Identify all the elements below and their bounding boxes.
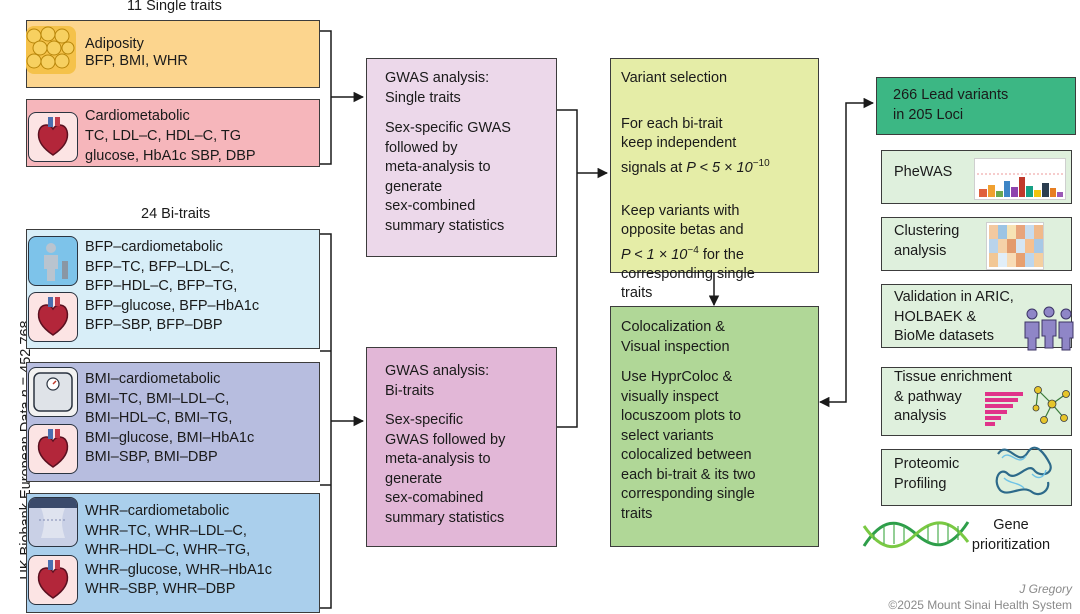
tissue-enrichment-box: [881, 367, 1072, 436]
gwas-bi-body: Sex-specific GWAS followed by meta-analy…: [385, 412, 506, 526]
cardiometabolic-traits: TC, LDL–C, HDL–C, TG glucose, HbA1c SBP,…: [85, 128, 256, 164]
variant-criterion-2: Keep variants with opposite betas and P …: [621, 202, 755, 302]
gwas-single-body: Sex-specific GWAS followed by meta-analy…: [385, 120, 511, 234]
bfp-bitrait-text: BFP–cardiometabolic BFP–TC, BFP–LDL–C, B…: [85, 239, 260, 333]
gwas-bi-title: GWAS analysis: Bi-traits: [385, 363, 490, 399]
scale-icon: [28, 367, 78, 417]
bi-traits-header: 24 Bi-traits: [141, 206, 211, 222]
manhattan-plot-thumbnail: [974, 158, 1066, 200]
adiposity-title: Adiposity: [85, 36, 144, 52]
body-scan-icon: [28, 236, 78, 286]
cardiometabolic-title: Cardiometabolic: [85, 108, 190, 124]
gwas-single-title: GWAS analysis: Single traits: [385, 70, 490, 106]
lead-variants-text: 266 Lead variants in 205 Loci: [893, 87, 1009, 123]
gene-prioritization-label: Gene prioritization: [971, 517, 1051, 553]
lead-variants-box: [876, 77, 1076, 135]
colocalization-title: Colocalization & Visual inspection: [621, 319, 730, 355]
waist-icon: [28, 497, 78, 547]
validation-label: Validation in ARIC, HOLBAEK & BioMe data…: [894, 289, 1014, 344]
whr-bitrait-text: WHR–cardiometabolic WHR–TC, WHR–LDL–C, W…: [85, 503, 272, 597]
validation-box: [881, 284, 1072, 348]
heart-icon: [28, 424, 78, 474]
protein-structure-icon: [988, 434, 1058, 504]
heatmap-thumbnail: [986, 222, 1044, 270]
p-threshold-1: P < 5 × 10: [686, 159, 753, 176]
gwas-single-box: [366, 58, 557, 257]
tissue-enrichment-label: Tissue enrichment & pathway analysis: [894, 369, 1012, 424]
dna-helix-icon: [862, 512, 970, 556]
adiposity-traits: BFP, BMI, WHR: [85, 53, 188, 69]
gwas-bi-box: [366, 347, 557, 547]
variant-criterion-1: For each bi-trait keep independent signa…: [621, 115, 770, 176]
variant-selection-title: Variant selection: [621, 70, 728, 86]
pathway-network-icon: [1030, 382, 1074, 430]
heart-icon: [28, 112, 78, 162]
bmi-bitrait-text: BMI–cardiometabolic BMI–TC, BMI–LDL–C, B…: [85, 371, 255, 465]
proteomic-label: Proteomic Profiling: [894, 456, 960, 492]
phewas-label: PheWAS: [894, 164, 953, 180]
p-exponent-1: −10: [752, 157, 770, 169]
p-exponent-2: −4: [687, 244, 699, 256]
variant-selection-box: [610, 58, 819, 273]
p-threshold-2: P < 1 × 10: [621, 246, 688, 263]
population-icon: [1022, 304, 1078, 352]
credit-author: J Gregory: [1019, 582, 1072, 596]
colocalization-body: Use HyprColoc & visually inspect locuszo…: [621, 369, 756, 522]
clustering-label: Clustering analysis: [894, 223, 960, 259]
credit-copyright: ©2025 Mount Sinai Health System: [888, 598, 1072, 612]
adipose-tissue-icon: [26, 26, 76, 74]
colocalization-box: [610, 306, 819, 547]
enrichment-bar-icon: [985, 390, 1025, 430]
heart-icon: [28, 292, 78, 342]
heart-icon: [28, 555, 78, 605]
single-traits-header: 11 Single traits: [127, 0, 222, 14]
